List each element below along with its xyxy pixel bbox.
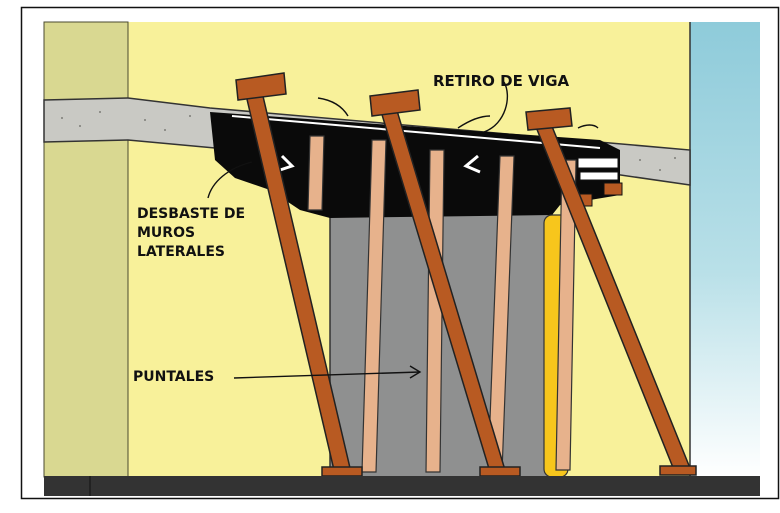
floor <box>44 476 760 496</box>
diagonal-shores <box>235 72 697 477</box>
label-desbaste-line2: MUROS <box>137 225 195 241</box>
label-retiro-de-viga: RETIRO DE VIGA <box>433 72 570 90</box>
label-desbaste-line1: DESBASTE DE <box>137 206 245 222</box>
left-column <box>43 21 129 478</box>
sky-opening <box>690 22 760 477</box>
label-desbaste-line3: LATERALES <box>137 244 225 260</box>
label-puntales: PUNTALES <box>133 369 214 385</box>
